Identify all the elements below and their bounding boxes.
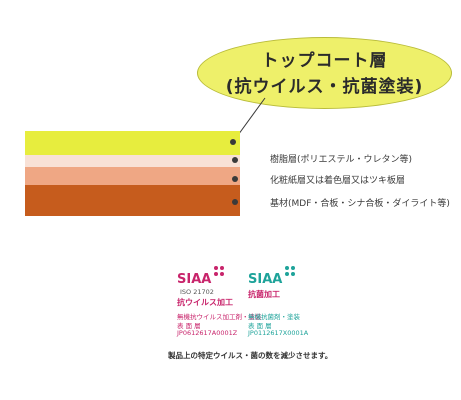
callout-subtitle: (抗ウイルス・抗菌塗装) xyxy=(225,77,424,97)
layer-label-resin: 樹脂層(ポリエステル・ウレタン等) xyxy=(270,155,413,165)
siaa-antiviral-line1: 無機抗ウイルス加工剤・塗装 xyxy=(177,313,262,321)
layer-decor xyxy=(25,167,240,185)
siaa-antiviral-logo: SIAA xyxy=(177,272,212,287)
layer-topcoat xyxy=(25,131,240,155)
layer-base xyxy=(25,185,240,216)
siaa-antiviral-title: 抗ウイルス加工 xyxy=(177,298,233,307)
footnote: 製品上の特定ウイルス・菌の数を減少させます。 xyxy=(168,351,333,360)
siaa-antibacterial-code: JP0112617X0001A xyxy=(248,329,309,337)
siaa-antibacterial-line1: 無機抗菌剤・塗装 xyxy=(248,313,300,321)
layer-label-decor: 化粧紙層又は着色層又はツキ板層 xyxy=(270,176,406,186)
decor-dot xyxy=(232,176,238,182)
resin-dot xyxy=(232,157,238,163)
callout-title: トップコート層 xyxy=(261,51,388,71)
siaa-antibacterial-line2: 表 面 層 xyxy=(248,322,272,330)
siaa-antibacterial-emblem-icon xyxy=(285,266,295,276)
siaa-antibacterial-logo: SIAA xyxy=(248,272,283,287)
callout-bubble xyxy=(197,37,452,109)
siaa-antiviral-iso: ISO 21702 xyxy=(180,288,214,296)
base-dot xyxy=(232,199,238,205)
siaa-antiviral-emblem-icon xyxy=(214,266,224,276)
topcoat-dot xyxy=(230,139,236,145)
siaa-antiviral-code: JP0612617A0001Z xyxy=(177,329,238,337)
siaa-antiviral-line2: 表 面 層 xyxy=(177,322,201,330)
layer-resin xyxy=(25,155,240,167)
siaa-antibacterial-title: 抗菌加工 xyxy=(248,290,280,299)
layer-label-base: 基材(MDF・合板・シナ合板・ダイライト等) xyxy=(270,199,450,209)
